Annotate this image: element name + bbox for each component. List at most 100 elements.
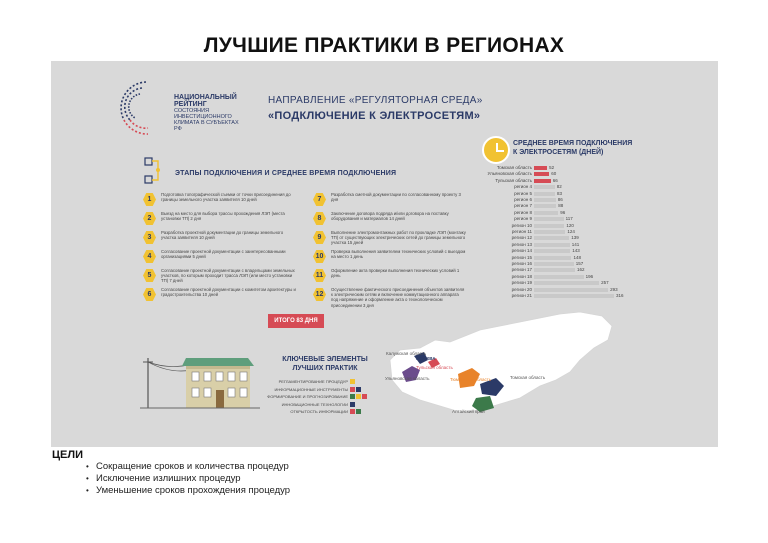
- stage-number: 12: [313, 288, 326, 301]
- direction-subtitle: «ПОДКЛЮЧЕНИЕ К ЭЛЕКТРОСЕТЯМ»: [268, 110, 481, 122]
- key-element-label: ОТКРЫТОСТЬ ИНФОРМАЦИИ: [290, 409, 348, 414]
- direction-heading: НАПРАВЛЕНИЕ «РЕГУЛЯТОРНАЯ СРЕДА»: [268, 95, 483, 106]
- key-element-marker-icon: [350, 379, 355, 384]
- chart-value-label: 124: [567, 229, 575, 234]
- stage-text: Осуществление фактического присоединения…: [331, 287, 465, 308]
- logo-line1: НАЦИОНАЛЬНЫЙ: [174, 94, 237, 101]
- map-label-ulyanovsk: Ульяновская область: [385, 376, 430, 381]
- chart-category-label: регион 8: [514, 209, 532, 215]
- chart-category-label: регион 20: [511, 286, 532, 292]
- stages-title: ЭТАПЫ ПОДКЛЮЧЕНИЯ И СРЕДНЕЕ ВРЕМЯ ПОДКЛЮ…: [175, 170, 397, 177]
- stage-text: Согласование проектной документации с за…: [161, 249, 286, 260]
- chart-bar: [534, 242, 570, 247]
- chart-value-label: 141: [571, 241, 580, 247]
- chart-category-label: регион 15: [511, 254, 532, 260]
- stage-number: 1: [143, 193, 156, 206]
- chart-bar: [534, 281, 600, 286]
- chart-value-label: 66: [552, 177, 558, 183]
- chart-value-label: 293: [610, 286, 618, 292]
- key-element-item: ИННОВАЦИОННЫЕ ТЕХНОЛОГИИ: [270, 401, 370, 408]
- chart-bar: [534, 223, 565, 228]
- goal-item: Исключение излишних процедур: [86, 473, 290, 485]
- chart-value-label: 60: [551, 171, 557, 177]
- stage-item: 6 Согласование проектной документации с к…: [143, 287, 303, 303]
- stage-text: Оформление акта проверки выполнения техн…: [331, 268, 460, 279]
- stage-number: 7: [313, 193, 326, 206]
- logo-text: НАЦИОНАЛЬНЫЙ РЕЙТИНГ СОСТОЯНИЯ ИНВЕСТИЦИ…: [174, 94, 244, 132]
- chart-bar: [534, 294, 614, 298]
- map-label-kaluga: Калужская область: [386, 351, 427, 356]
- key-element-marker-icon: [350, 401, 355, 407]
- key-element-marker-icon: [362, 394, 367, 399]
- chart-title: СРЕДНЕЕ ВРЕМЯ ПОДКЛЮЧЕНИЯ К ЭЛЕКТРОСЕТЯМ…: [513, 140, 633, 156]
- goals-title: ЦЕЛИ: [52, 449, 83, 461]
- key-element-label: ФОРМИРОВАНИЕ И ПРОГНОЗИРОВАНИЕ: [267, 394, 348, 399]
- chart-value-label: 157: [575, 261, 584, 266]
- chart-value-label: 120: [566, 222, 574, 228]
- chart-category-label: регион 13: [511, 241, 532, 247]
- goal-item: Уменьшение сроков прохождения процедур: [86, 485, 290, 497]
- chart-row: регион 19 257: [490, 280, 640, 286]
- chart-bar: [534, 268, 575, 273]
- key-element-marker-icon: [356, 386, 361, 392]
- chart-value-label: 88: [558, 203, 564, 209]
- key-elements-title-line2: ЛУЧШИХ ПРАКТИК: [292, 365, 358, 372]
- chart-value-label: 257: [601, 280, 609, 286]
- chart-category-label: регион 21: [511, 293, 532, 298]
- key-element-label: ИНФОРМАЦИОННЫЕ ИНСТРУМЕНТЫ: [274, 386, 348, 392]
- chart-bar: [534, 274, 584, 279]
- chart-bar: [534, 287, 609, 292]
- chart-bar: [534, 198, 556, 202]
- chart-bar: [534, 204, 557, 209]
- map-label-tomsk: Томская область: [510, 375, 546, 380]
- chart-value-label: 82: [556, 184, 562, 190]
- chart-category-label: регион 5: [514, 190, 532, 196]
- chart-category-label: регион 18: [511, 273, 532, 279]
- chart-category-label: Тульская область: [495, 177, 532, 183]
- stage-number: 2: [143, 212, 156, 225]
- map-label-altai: Алтайский край: [452, 409, 485, 414]
- chart-value-label: 96: [560, 209, 566, 215]
- stages-flow-icon: [144, 157, 160, 184]
- key-element-marker-icon: [356, 394, 361, 399]
- stage-number: 6: [143, 288, 156, 301]
- chart-value-label: 196: [585, 273, 594, 279]
- chart-row: регион 8 96: [490, 210, 640, 216]
- map-label-tula: Тульская область: [416, 365, 453, 370]
- chart-row: Тульская область 66: [490, 178, 640, 184]
- chart-category-label: регион 4: [514, 184, 532, 190]
- stage-number: 9: [313, 231, 326, 244]
- chart-bar: [534, 236, 570, 241]
- stage-item: 12 Осуществление фактического присоединен…: [313, 287, 473, 308]
- key-element-item: ОТКРЫТОСТЬ ИНФОРМАЦИИ: [270, 408, 370, 415]
- key-element-marker-icon: [350, 409, 355, 414]
- stage-number: 5: [143, 269, 156, 282]
- clock-icon: [482, 136, 510, 164]
- chart-bar: [534, 166, 548, 170]
- key-elements-title-line1: КЛЮЧЕВЫЕ ЭЛЕМЕНТЫ: [282, 356, 368, 363]
- chart-category-label: регион 19: [511, 280, 532, 286]
- goal-item: Сокращение сроков и количества процедур: [86, 461, 290, 473]
- map-label-tyumen: Тюменская область: [450, 377, 492, 382]
- key-element-marker-icon: [350, 386, 355, 392]
- stage-number: 8: [313, 212, 326, 225]
- house-with-powerline-icon: [140, 358, 260, 409]
- rating-logo-icon: [120, 81, 149, 135]
- stage-text: Согласование проектной документации с ко…: [161, 287, 296, 298]
- chart-category-label: регион 7: [514, 203, 532, 209]
- stage-text: Выполнение электромонтажных работ по про…: [331, 230, 466, 246]
- map-label-moscow: МОСКВА: [416, 356, 436, 361]
